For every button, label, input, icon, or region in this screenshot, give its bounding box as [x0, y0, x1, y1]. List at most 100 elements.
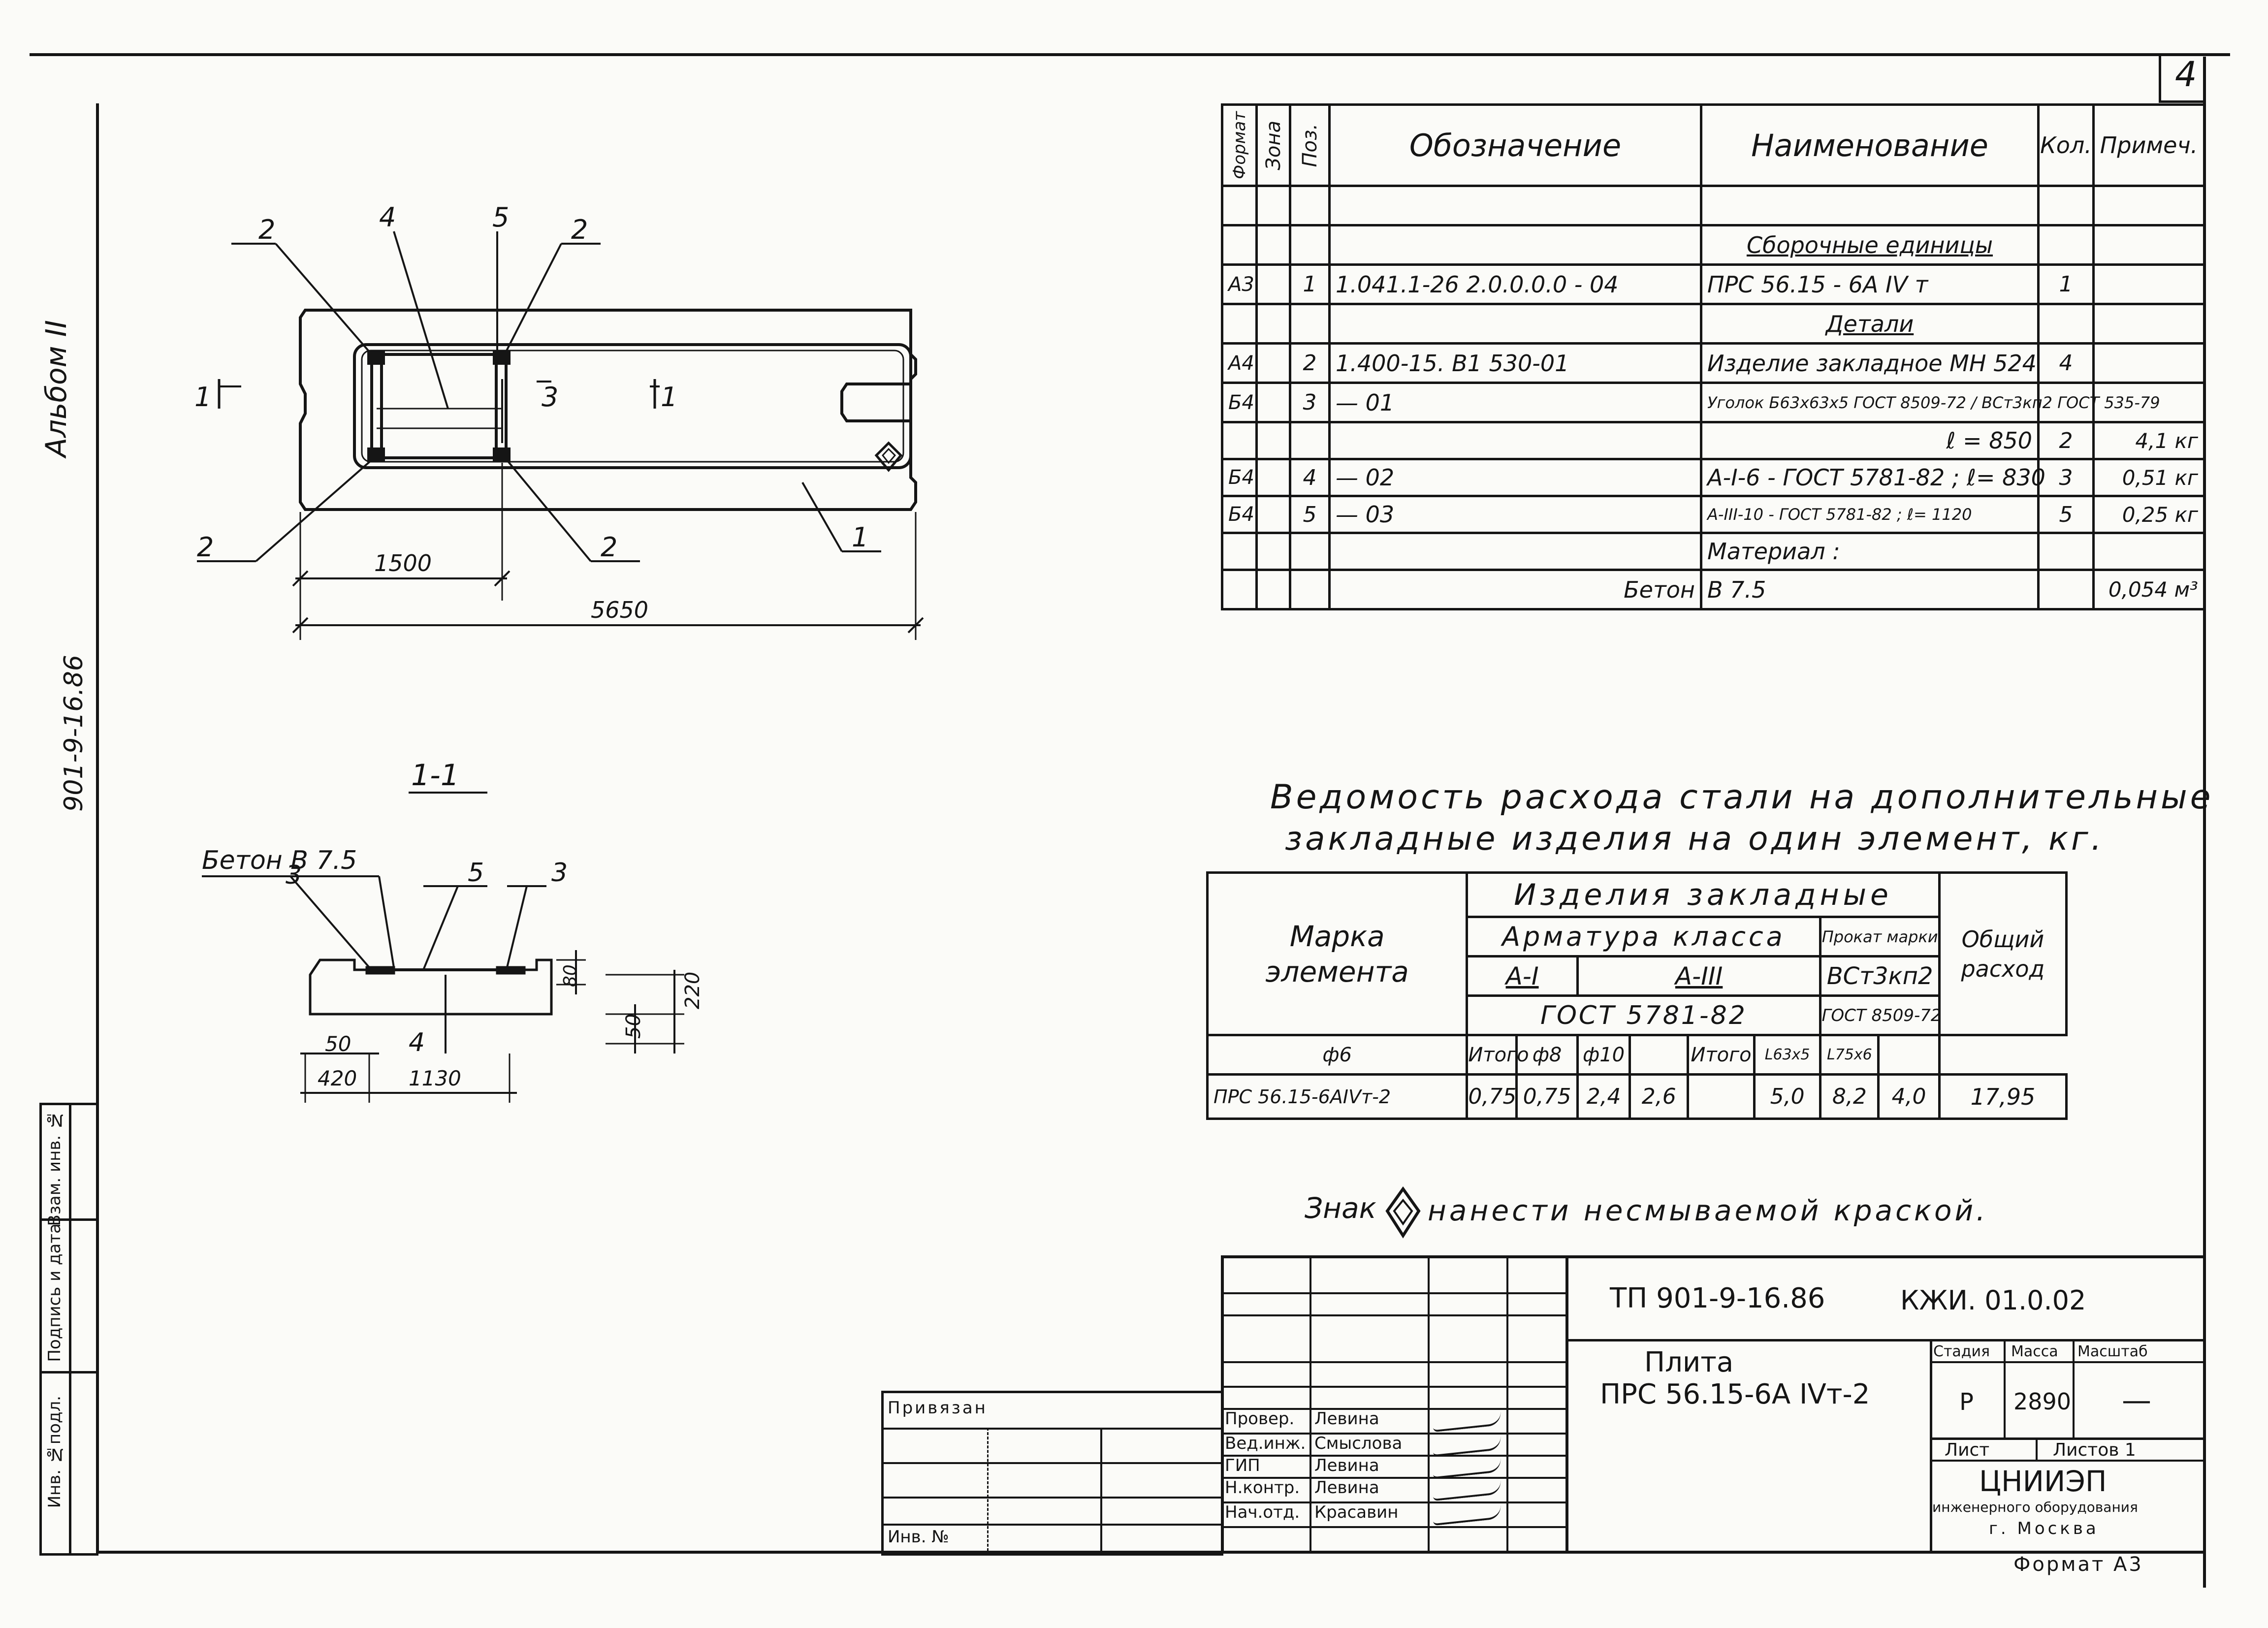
- signature-role: Вед.инж.: [1225, 1434, 1306, 1453]
- plan-label-1: 1: [852, 522, 868, 553]
- section-outline: [309, 958, 553, 1016]
- steel-gost-8509: ГОСТ 8509-72: [1819, 994, 1942, 1036]
- spec-name: Изделие закладное МН 524: [1700, 342, 2040, 384]
- spec-pos: [1289, 532, 1331, 571]
- spec-pos: [1289, 421, 1331, 460]
- spec-qty: 1: [2037, 263, 2095, 305]
- plan-label-2-tl: 2: [258, 214, 275, 245]
- spec-name: А-III-10 - ГОСТ 5781-82 ; ℓ= 1120: [1700, 495, 2040, 534]
- spec-note: [2092, 532, 2205, 571]
- spec-name: ПРС 56.15 - 6А IV т: [1700, 263, 2040, 305]
- spec-name: Сборочные единицы: [1700, 224, 2040, 266]
- spec-format: А4: [1221, 342, 1258, 384]
- spec-designation: 1.041.1-26 2.0.0.0.0 - 04: [1328, 263, 1702, 305]
- spec-note: [2092, 263, 2205, 305]
- spec-note: 0,054 м³: [2092, 569, 2205, 610]
- inv-label: Инв. №: [888, 1527, 949, 1547]
- spec-note: 0,25 кг: [2092, 495, 2205, 534]
- title-org2: инженерного оборудования: [1932, 1499, 2138, 1515]
- title-stage: Р: [1959, 1388, 1974, 1416]
- spec-designation: — 03: [1328, 495, 1702, 534]
- title-project: ТП 901-9-16.86: [1610, 1282, 1825, 1314]
- steel-row-value: [1687, 1073, 1756, 1120]
- steel-subheader: Итого: [1687, 1034, 1756, 1076]
- plan-label-2-tr: 2: [571, 214, 588, 245]
- title-name-line1: Плита: [1644, 1346, 1734, 1378]
- spec-name: Детали: [1700, 303, 2040, 345]
- section-dim-50b: 50: [622, 1014, 645, 1039]
- title-scale: —: [2122, 1383, 2151, 1418]
- spec-qty: [2037, 224, 2095, 266]
- steel-row-value: 8,2: [1819, 1073, 1880, 1120]
- slab-outline: [299, 309, 917, 511]
- spec-format: [1221, 569, 1258, 610]
- spec-header-designation: Обозначение: [1328, 103, 1702, 187]
- spec-name: ℓ = 850: [1700, 421, 2040, 460]
- signature-role: Провер.: [1225, 1409, 1295, 1429]
- spec-header-name: Наименование: [1700, 103, 2040, 187]
- steel-row-mark: ПРС 56.15-6АIVт-2: [1206, 1073, 1469, 1120]
- steel-embedded-header: Изделия закладные: [1466, 871, 1941, 918]
- note-before: Знак: [1305, 1191, 1376, 1225]
- spec-format: [1221, 224, 1258, 266]
- section-label-3b: 3: [551, 858, 568, 888]
- main-frame: [96, 103, 2206, 1554]
- steel-row-value: 2,4: [1576, 1073, 1631, 1120]
- marking-sign: [874, 441, 903, 472]
- steel-mark-header: Марка элемента: [1206, 871, 1469, 1036]
- spec-name: В 7.5: [1700, 569, 2040, 610]
- steel-mark-header-text: Марка элемента: [1265, 919, 1409, 989]
- spec-qty: 4: [2037, 342, 2095, 384]
- plan-label-2-bl: 2: [197, 532, 214, 563]
- steel-subheader: L63х5: [1753, 1034, 1822, 1076]
- plan-label-2-br: 2: [601, 532, 617, 563]
- section-label-3a: 3: [286, 861, 302, 890]
- dim-1500: 1500: [374, 550, 432, 576]
- spec-designation: [1328, 303, 1702, 345]
- inner-rebar-loop: [353, 343, 912, 469]
- steel-title-line1: Ведомость расхода стали на дополнительны…: [1270, 778, 2214, 817]
- dim-5650: 5650: [591, 597, 648, 623]
- spec-header-note: Примеч.: [2092, 103, 2205, 187]
- title-sheet-label: Лист: [1945, 1440, 1990, 1460]
- album-label: Альбом II: [39, 320, 73, 457]
- spec-note: [2092, 382, 2205, 423]
- steel-subheader: L75х6: [1819, 1034, 1880, 1076]
- side-stamp: Инв. №подл. Подпись и дата Взам. инв. №: [39, 1103, 98, 1556]
- signature-role: Нач.отд.: [1225, 1502, 1300, 1522]
- section-dim-220: 220: [681, 972, 704, 1009]
- spec-pos: [1289, 224, 1331, 266]
- side-stamp-sign: Подпись и дата: [45, 1223, 64, 1362]
- frame-left-bar: [370, 353, 383, 459]
- spec-format: Б4: [1221, 382, 1258, 423]
- spec-zone: [1255, 458, 1291, 497]
- frame-right-line: [2203, 57, 2206, 1588]
- spec-format: [1221, 532, 1258, 571]
- signature-scribble: [1432, 1504, 1502, 1526]
- title-org1: ЦНИИЭП: [1979, 1465, 2107, 1498]
- signature-name: Левина: [1314, 1409, 1379, 1429]
- signature-scribble: [1432, 1436, 1502, 1457]
- steel-subheader: Итого: [1466, 1034, 1529, 1076]
- section-dim-50: 50: [325, 1032, 351, 1056]
- spec-name: Уголок Б63х63х5 ГОСТ 8509-72 / ВСт3кп2 Г…: [1700, 382, 2160, 423]
- title-scale-header: Масштаб: [2077, 1343, 2148, 1360]
- title-name-line2: ПРС 56.15-6А IVт-2: [1600, 1378, 1870, 1410]
- spec-qty: 5: [2037, 495, 2095, 534]
- steel-title-line2: закладные изделия на один элемент, кг.: [1285, 820, 2105, 858]
- spec-row: Сборочные единицы: [1221, 224, 2205, 266]
- spec-format: Б4: [1221, 495, 1258, 534]
- format-label: Формат А3: [2013, 1553, 2143, 1576]
- spec-zone: [1255, 495, 1291, 534]
- spec-pos: 4: [1289, 458, 1331, 497]
- bound-block: Привязан Инв. №: [881, 1391, 1223, 1556]
- steel-subheader: ф6: [1206, 1034, 1469, 1076]
- spec-header-pos: Поз.: [1298, 123, 1321, 167]
